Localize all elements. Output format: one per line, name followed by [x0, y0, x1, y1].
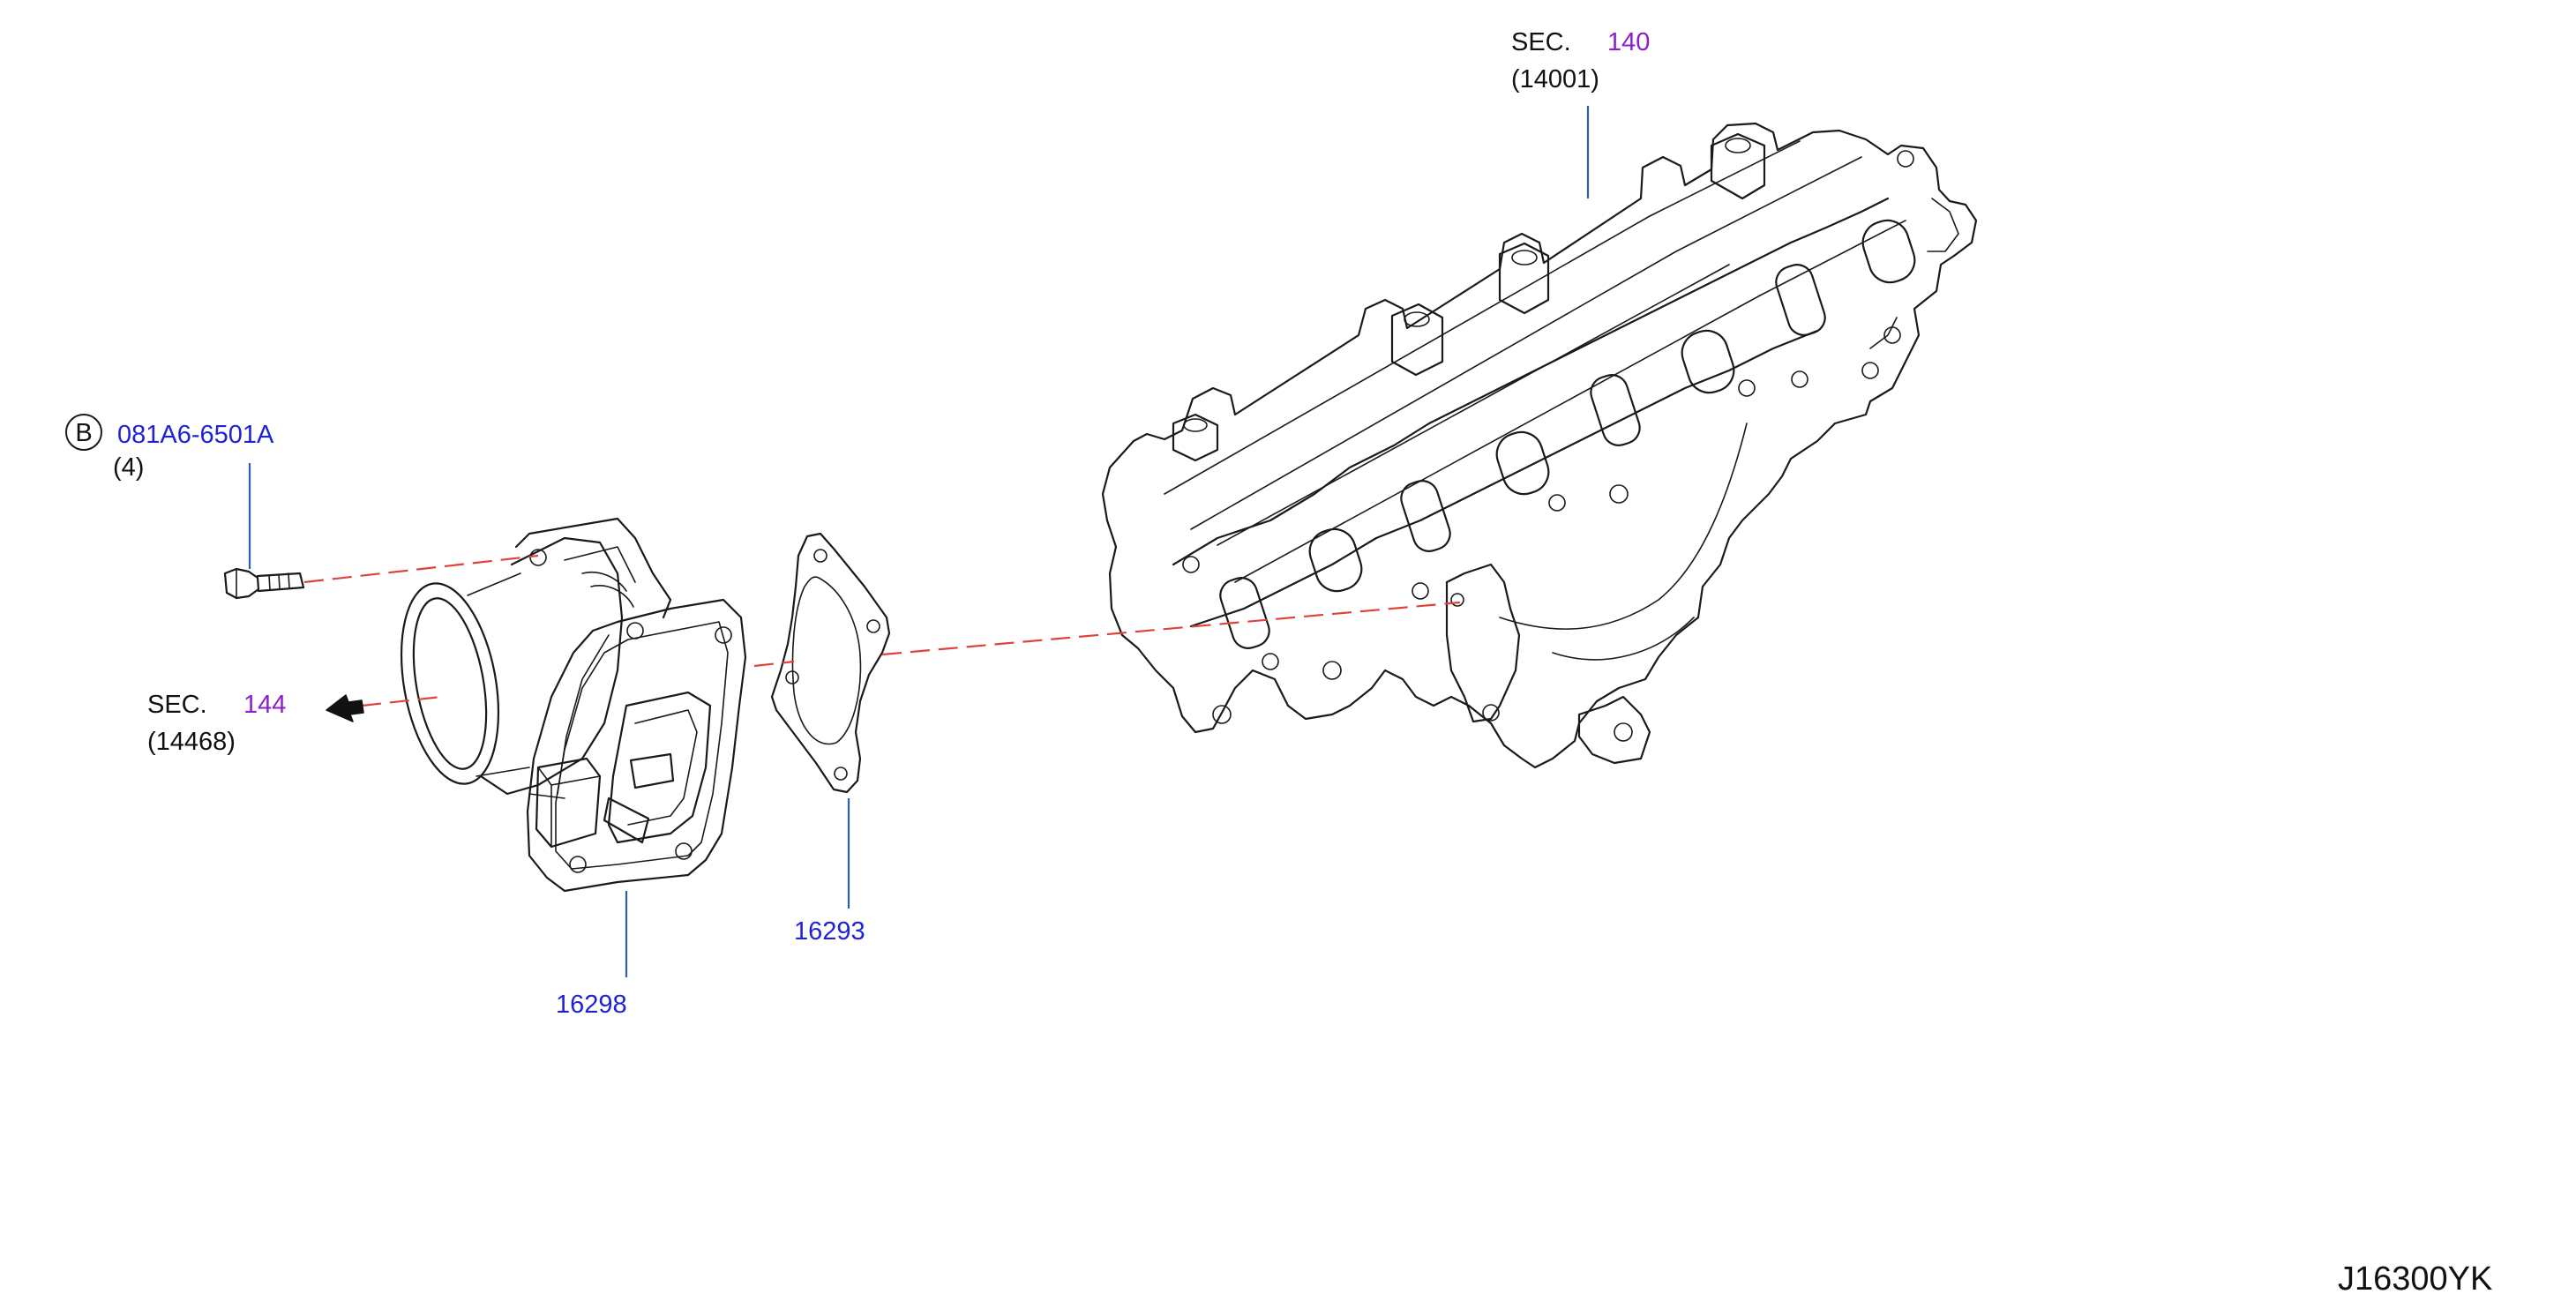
- gasket: [770, 532, 891, 794]
- manifold-boss: [1390, 303, 1444, 377]
- sec144-direction-line: [361, 695, 442, 707]
- diagram-id: J16300YK: [2338, 1260, 2492, 1298]
- egr-valve: [400, 517, 747, 893]
- bolt-badge-letter: B: [75, 419, 92, 447]
- bolt-badge-circle: [65, 414, 102, 451]
- bolt-assembly-line: [303, 554, 539, 584]
- bolt-part-number[interactable]: 081A6-6501A: [117, 421, 274, 449]
- sec140-ref: (14001): [1511, 65, 1599, 94]
- sec140-number[interactable]: 140: [1607, 28, 1650, 56]
- flange-bolt: [223, 567, 305, 600]
- sec144-ref: (14468): [147, 728, 236, 756]
- intake-manifold: [1101, 122, 1978, 769]
- gasket-to-manifold-line: [881, 601, 1461, 656]
- sec144-arrow-icon: [326, 694, 364, 722]
- egr-valve-part-number[interactable]: 16298: [556, 991, 627, 1019]
- manifold-boss: [1710, 132, 1766, 200]
- sec140-label: SEC.: [1511, 28, 1571, 56]
- sec144-number[interactable]: 144: [243, 691, 286, 719]
- manifold-boss: [1498, 242, 1550, 315]
- sec144-label: SEC.: [147, 691, 207, 719]
- gasket-part-number[interactable]: 16293: [794, 917, 865, 946]
- manifold-boss: [1172, 413, 1219, 462]
- bolt-quantity: (4): [113, 453, 144, 482]
- egr-to-gasket-line: [753, 660, 795, 668]
